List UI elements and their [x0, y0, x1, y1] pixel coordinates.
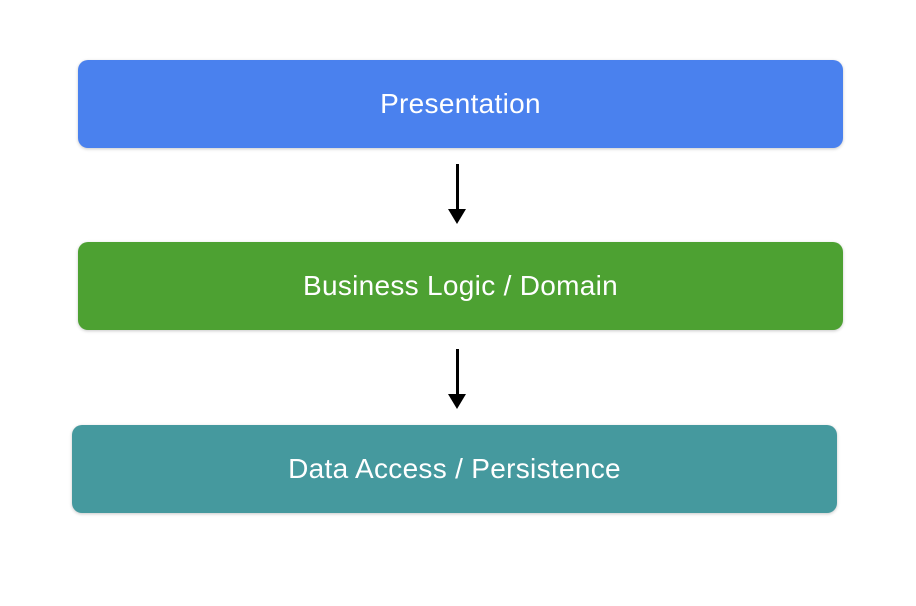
arrow-down-icon: [448, 164, 466, 224]
business-logic-layer-label: Business Logic / Domain: [302, 270, 619, 301]
arrow-down-icon: [448, 349, 466, 409]
presentation-layer-box: Presentation: [78, 60, 843, 148]
presentation-layer-label: Presentation: [380, 88, 541, 119]
arrow-head: [448, 209, 466, 224]
business-logic-layer-box: Business Logic / Domain: [78, 242, 843, 330]
data-access-layer-box: Data Access / Persistence: [72, 425, 837, 513]
data-access-layer-label: Data Access / Persistence: [288, 453, 621, 484]
arrow-shaft: [455, 349, 459, 394]
arrow-head: [448, 394, 466, 409]
arrow-shaft: [455, 164, 459, 209]
